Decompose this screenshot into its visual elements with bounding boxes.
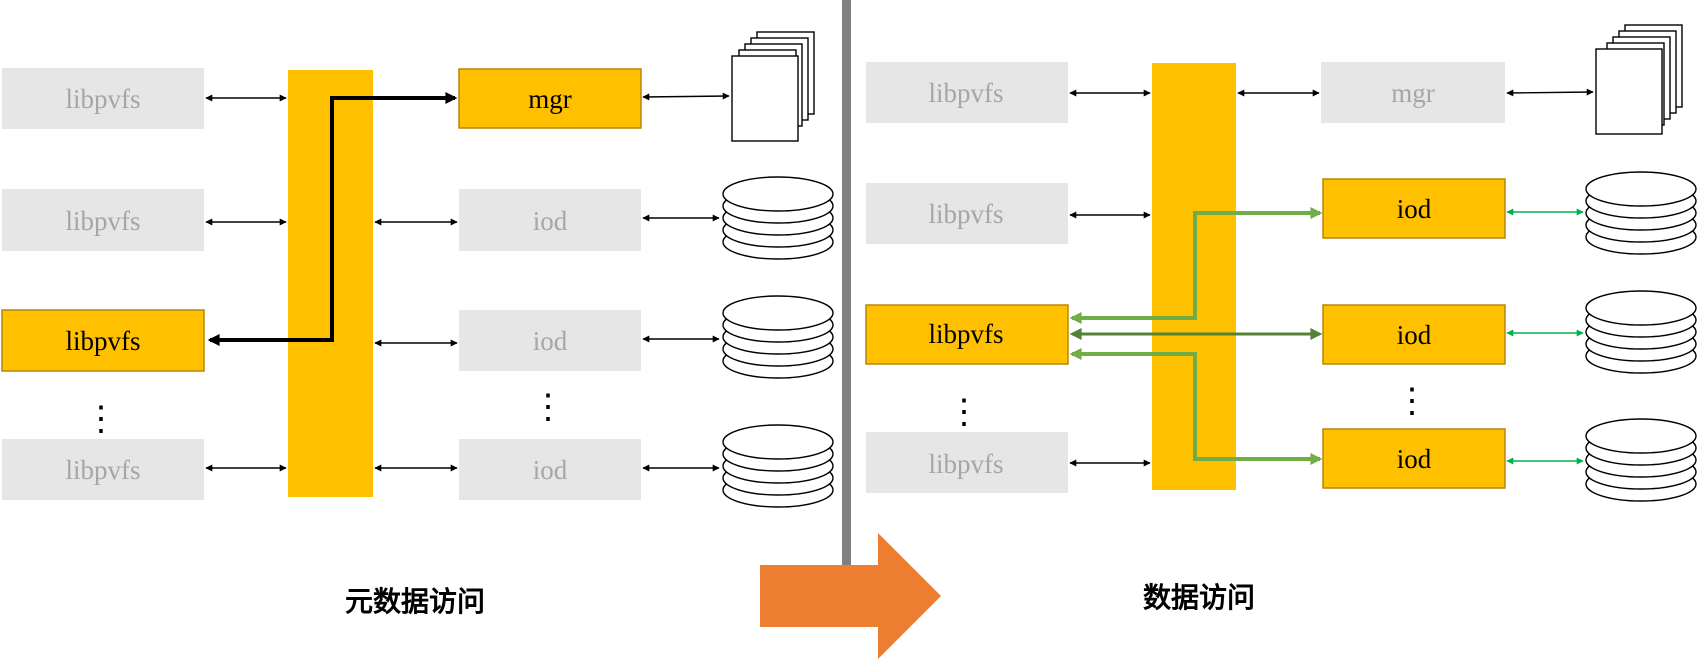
left-server-ellipsis: ⋮: [531, 389, 565, 426]
right-disk-icon-2: [1585, 418, 1697, 502]
left-client-1-label: libpvfs: [65, 206, 140, 236]
left-io-server-0-label: iod: [533, 206, 568, 236]
right-disk-icon-0: [1585, 171, 1697, 255]
right-io-server-0-active: iod: [1322, 178, 1506, 239]
left-metadata-files-icon: [731, 31, 815, 142]
right-client-2-active: libpvfs: [865, 304, 1069, 365]
right-client-1: libpvfs: [866, 183, 1068, 244]
right-metadata-files-icon: [1595, 24, 1683, 135]
left-io-server-2-label: iod: [533, 455, 568, 485]
left-io-server-1-label: iod: [533, 326, 568, 356]
right-io-server-0-label: iod: [1397, 194, 1432, 224]
right-disk-icon-1: [1585, 290, 1697, 374]
left-panel-caption: 元数据访问: [345, 585, 485, 618]
right-thin-links: [1069, 88, 1594, 467]
right-panel: libpvfs libpvfs libpvfs ⋮ libpvfs mgr io…: [865, 24, 1697, 614]
right-manager: mgr: [1321, 62, 1505, 123]
left-client-3-label: libpvfs: [65, 455, 140, 485]
left-panel: libpvfs libpvfs libpvfs ⋮ libpvfs mgr io…: [1, 31, 834, 618]
right-io-server-2-active: iod: [1322, 428, 1506, 489]
panel-divider: [842, 0, 851, 566]
left-client-links: [205, 92, 730, 472]
left-disk-icon-1: [722, 295, 834, 379]
right-client-1-label: libpvfs: [928, 199, 1003, 229]
right-server-ellipsis: ⋮: [1395, 383, 1429, 420]
left-disk-icon-2: [722, 424, 834, 508]
right-manager-label: mgr: [1391, 78, 1435, 108]
right-client-0-label: libpvfs: [928, 78, 1003, 108]
right-io-server-1-active: iod: [1322, 304, 1506, 365]
right-io-server-1-label: iod: [1397, 320, 1432, 350]
right-client-ellipsis: ⋮: [947, 394, 981, 431]
right-disk-links: [1506, 208, 1584, 465]
left-io-server-2: iod: [459, 439, 641, 500]
right-client-3: libpvfs: [866, 432, 1068, 493]
left-client-0: libpvfs: [2, 68, 204, 129]
right-client-3-label: libpvfs: [928, 449, 1003, 479]
right-client-2-label: libpvfs: [928, 319, 1003, 349]
left-client-2-label: libpvfs: [65, 326, 140, 356]
left-client-ellipsis: ⋮: [84, 401, 118, 438]
left-client-3: libpvfs: [2, 439, 204, 500]
data-path-server-2: [1069, 348, 1323, 465]
left-client-2-active: libpvfs: [1, 309, 205, 372]
right-io-server-2-label: iod: [1397, 444, 1432, 474]
left-client-0-label: libpvfs: [65, 84, 140, 114]
left-disk-icon-0: [722, 176, 834, 260]
data-path-server-0: [1069, 207, 1323, 324]
transition-arrow: [760, 533, 941, 659]
left-io-server-1: iod: [459, 310, 641, 371]
left-client-1: libpvfs: [2, 189, 204, 251]
left-io-server-0: iod: [459, 189, 641, 251]
right-client-0: libpvfs: [866, 62, 1068, 123]
metadata-request-path: [207, 92, 458, 346]
left-manager-label: mgr: [528, 84, 572, 114]
left-manager-active: mgr: [458, 68, 642, 129]
right-panel-caption: 数据访问: [1143, 581, 1255, 614]
